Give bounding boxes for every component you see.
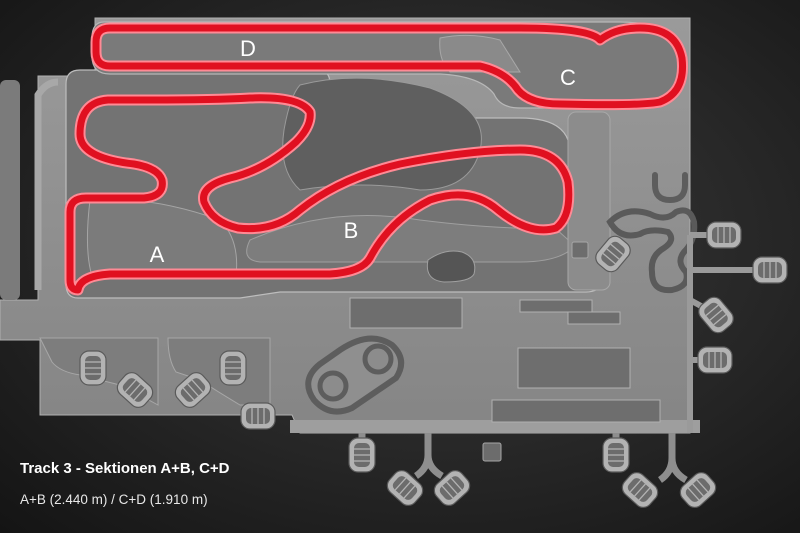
- building-2: [519, 299, 593, 313]
- right-hook-road: [652, 172, 688, 204]
- oval-ring-1: [317, 370, 349, 402]
- map-subtitle: A+B (2.440 m) / C+D (1.910 m): [20, 492, 208, 507]
- building-4: [517, 347, 631, 389]
- section-label-d: D: [240, 36, 256, 61]
- small-square: [571, 241, 589, 259]
- right-loop-road: [606, 207, 698, 294]
- service-road: [290, 420, 700, 433]
- building-5: [491, 399, 661, 423]
- building-3: [567, 311, 621, 325]
- left-service-road: [34, 78, 59, 290]
- oval-ring-2: [362, 343, 394, 375]
- dark-blob: [426, 250, 476, 283]
- track-cd: [92, 24, 687, 109]
- map-title: Track 3 - Sektionen A+B, C+D: [20, 460, 230, 477]
- building-1: [349, 297, 463, 329]
- small-square-2: [482, 442, 502, 462]
- section-label-b: B: [344, 218, 359, 243]
- left-strip: [0, 80, 20, 300]
- section-label-c: C: [560, 65, 576, 90]
- section-label-a: A: [150, 242, 165, 267]
- track-ab: [66, 94, 573, 294]
- outer-right-road: [687, 232, 760, 433]
